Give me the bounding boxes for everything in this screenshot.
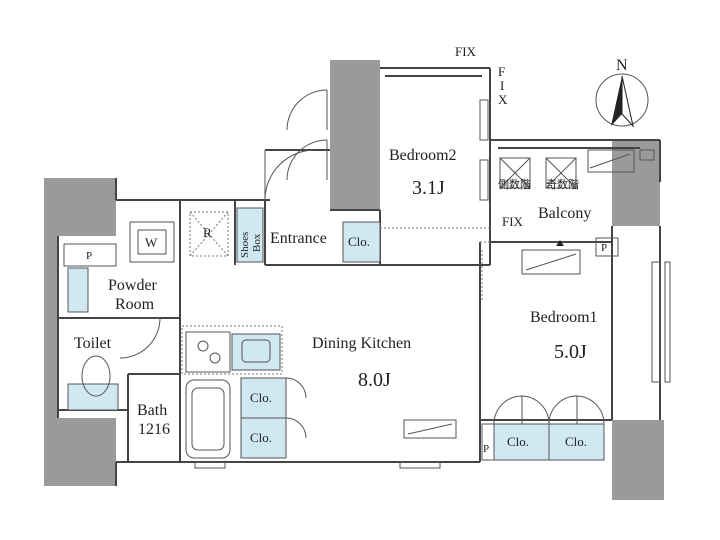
closet-bed1-2-label: Clo.: [565, 434, 587, 449]
powder-room-label-2: Room: [115, 296, 155, 313]
closet-bed1-1-label: Clo.: [507, 434, 529, 449]
toilet-label: Toilet: [74, 335, 112, 352]
compass-north-label: N: [616, 57, 628, 74]
balcony-sign-right: 奇数階: [546, 177, 579, 191]
closet-entrance-label: Clo.: [348, 234, 370, 249]
entrance-label: Entrance: [270, 230, 327, 247]
fix-label-top: FIX: [455, 44, 477, 59]
closet-entrance: [342, 221, 381, 263]
fix-label-balcony: FIX: [502, 214, 524, 229]
windows: [194, 99, 671, 469]
washer-box: [129, 221, 175, 263]
bedroom1-name: Bedroom1: [530, 309, 598, 326]
doors: [119, 89, 605, 439]
fixtures: [63, 149, 655, 461]
bedroom2-name: Bedroom2: [389, 147, 457, 164]
room-labels: Bedroom2 3.1J Bedroom1 5.0J Dining Kitch…: [74, 147, 598, 438]
shoes-box-label-2: Box: [251, 233, 263, 252]
closet-dk-2: [240, 417, 287, 459]
closet-dk-1: [240, 377, 287, 419]
bath-label-1: Bath: [137, 402, 167, 419]
washer-label: W: [145, 235, 158, 250]
pipe-label-dk: P: [483, 443, 489, 455]
compass: N: [595, 57, 649, 128]
closet-dk-1-label: Clo.: [250, 390, 272, 405]
pipe-label-bedroom1: P: [601, 242, 607, 254]
fix-vertical-f: F: [498, 64, 505, 79]
fridge-label: R: [203, 225, 212, 240]
fix-vertical-i: I: [500, 78, 504, 93]
pipe-label-powder: P: [86, 250, 92, 262]
fridge-box: [189, 211, 229, 257]
balcony-sign-left: 側数階: [498, 177, 531, 191]
bath-label-2: 1216: [138, 421, 170, 438]
balcony-label: Balcony: [538, 205, 591, 222]
dining-kitchen-name: Dining Kitchen: [312, 335, 411, 352]
interior-walls: [57, 67, 661, 486]
exterior-walls: [44, 60, 664, 500]
shoes-box-label-1: Shoes: [239, 232, 251, 258]
bedroom2-size: 3.1J: [412, 177, 445, 199]
bedroom1-size: 5.0J: [554, 341, 587, 363]
powder-room-label-1: Powder: [108, 277, 158, 294]
fixture-labels: W R Shoes Box Clo. Clo. Clo. Clo. Clo. P…: [86, 44, 607, 455]
closet-dk-2-label: Clo.: [250, 430, 272, 445]
dining-kitchen-size: 8.0J: [358, 369, 391, 391]
fix-vertical-x: X: [498, 92, 508, 107]
shoes-box: [236, 207, 264, 263]
